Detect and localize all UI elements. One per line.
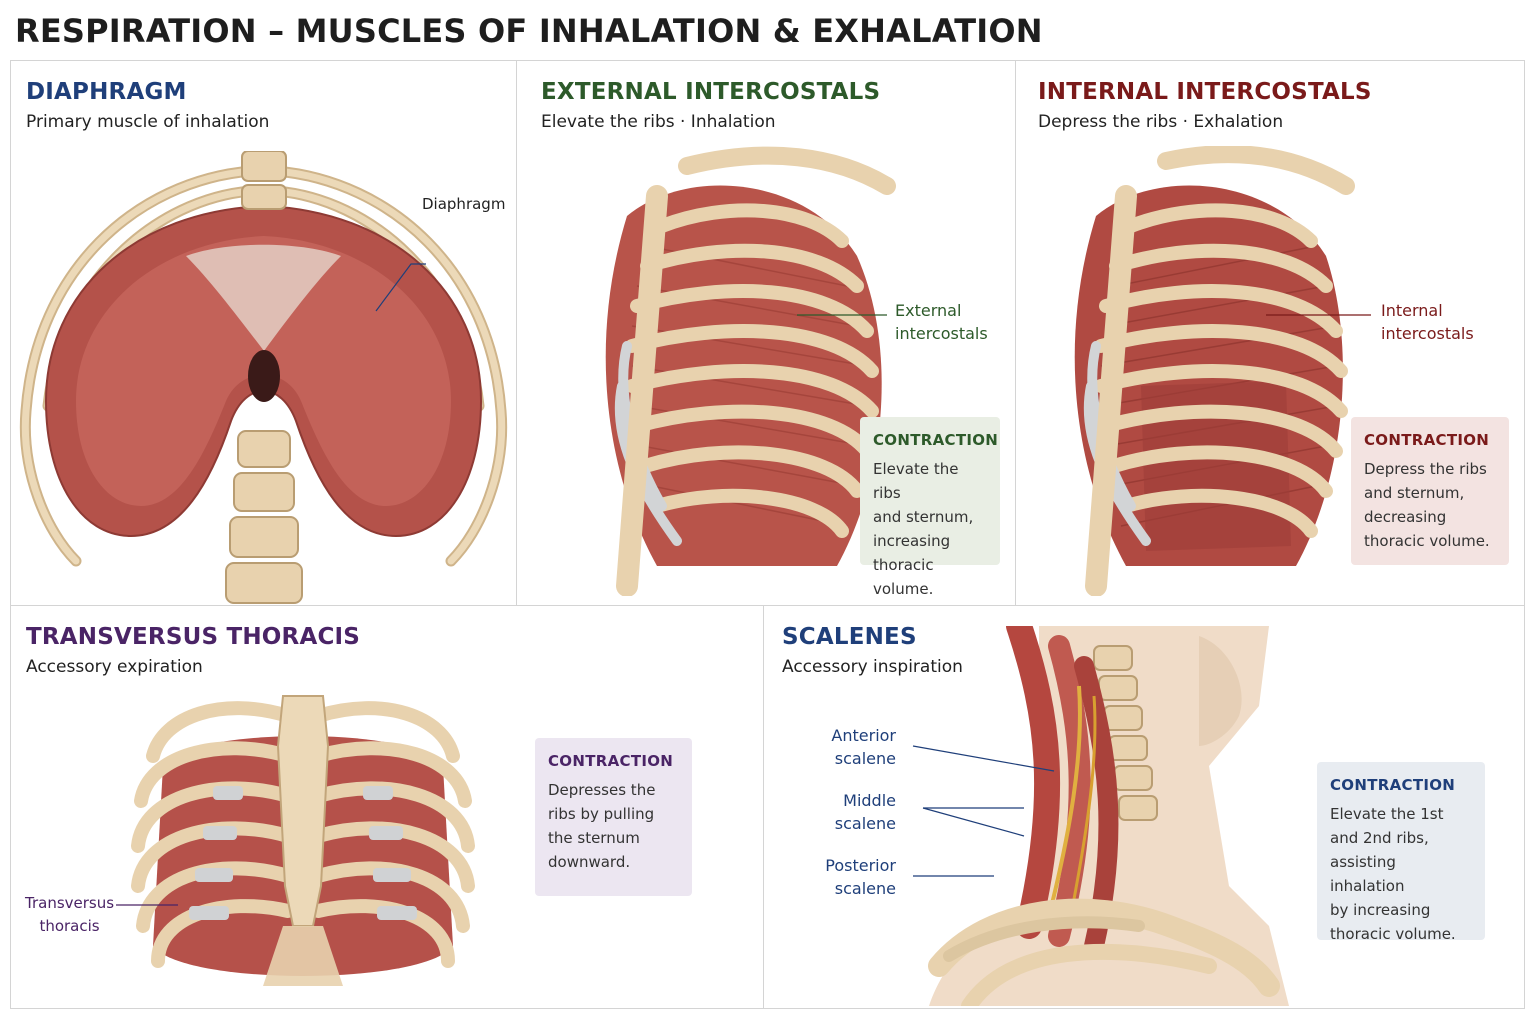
posterior-label-line1: Posterior (825, 856, 896, 875)
internal-leader-line (1266, 314, 1371, 316)
panel-subtitle-scalenes: Accessory inspiration (782, 657, 963, 677)
external-label-line1: External (895, 301, 962, 320)
diaphragm-illustration (19, 151, 508, 604)
scalene-label-middle: Middle scalene (828, 789, 896, 835)
internal-label: Internal intercostals (1381, 299, 1474, 345)
panel-scalenes: SCALENES Accessory inspiration Anterio (763, 605, 1525, 1009)
panel-title-external: EXTERNAL INTERCOSTALS (541, 79, 881, 105)
external-box-text: Elevate the ribs and sternum, increasing… (873, 460, 974, 598)
transversus-label-line2: thoracis (39, 917, 100, 935)
middle-label-line2: scalene (834, 814, 896, 833)
panel-title-diaphragm: DIAPHRAGM (26, 79, 187, 105)
scalenes-box-text: Elevate the 1st and 2nd ribs, assisting … (1330, 805, 1456, 943)
panel-subtitle-external: Elevate the ribs · Inhalation (541, 112, 776, 132)
anterior-label-line1: Anterior (831, 726, 896, 745)
diaphragm-label: Diaphragm (422, 195, 506, 213)
internal-box-title: CONTRACTION (1364, 431, 1490, 449)
scalenes-leader-lines (912, 745, 1055, 877)
scalene-label-posterior: Posterior scalene (816, 854, 896, 900)
transversus-box-title: CONTRACTION (548, 752, 674, 770)
external-box-title: CONTRACTION (873, 431, 999, 449)
external-intercostals-illustration (605, 146, 896, 596)
transversus-label: Transversus thoracis (25, 892, 114, 938)
external-contraction-box: CONTRACTION Elevate the ribs and sternum… (860, 417, 1000, 598)
internal-contraction-box: CONTRACTION Depress the ribs and sternum… (1351, 417, 1509, 565)
external-label: External intercostals (895, 299, 988, 345)
transversus-contraction-box: CONTRACTION Depresses the ribs by pullin… (535, 738, 692, 896)
panel-subtitle-internal: Depress the ribs · Exhalation (1038, 112, 1284, 132)
panel-diaphragm: DIAPHRAGM Primary muscle of inhalation (10, 60, 517, 606)
panel-internal-intercostals: INTERNAL INTERCOSTALS Depress the ribs ·… (1015, 60, 1525, 606)
page-title: RESPIRATION – MUSCLES OF INHALATION & EX… (15, 12, 1043, 50)
transversus-box-text: Depresses the ribs by pulling the sternu… (548, 781, 656, 871)
internal-label-line1: Internal (1381, 301, 1443, 320)
anterior-label-line2: scalene (834, 749, 896, 768)
transversus-thoracis-illustration (131, 695, 475, 986)
panel-title-transversus: TRANSVERSUS THORACIS (26, 624, 361, 650)
scalene-label-anterior: Anterior scalene (828, 724, 896, 770)
internal-label-line2: intercostals (1381, 324, 1474, 343)
panel-title-internal: INTERNAL INTERCOSTALS (1038, 79, 1372, 105)
panel-external-intercostals: EXTERNAL INTERCOSTALS Elevate the ribs ·… (516, 60, 1016, 606)
panel-title-scalenes: SCALENES (782, 624, 917, 650)
posterior-label-line2: scalene (834, 879, 896, 898)
transversus-leader-line (116, 904, 178, 906)
internal-intercostals-illustration (1074, 146, 1355, 596)
external-label-line2: intercostals (895, 324, 988, 343)
scalenes-illustration (928, 626, 1289, 1006)
middle-label-line1: Middle (843, 791, 896, 810)
external-leader-line (797, 314, 887, 316)
transversus-label-line1: Transversus (25, 894, 115, 912)
scalenes-box-title: CONTRACTION (1330, 776, 1456, 794)
panel-subtitle-diaphragm: Primary muscle of inhalation (26, 112, 270, 132)
panel-transversus-thoracis: TRANSVERSUS THORACIS Accessory expiratio… (10, 605, 764, 1009)
panel-subtitle-transversus: Accessory expiration (26, 657, 203, 677)
scalenes-contraction-box: CONTRACTION Elevate the 1st and 2nd ribs… (1317, 762, 1485, 943)
internal-box-text: Depress the ribs and sternum, decreasing… (1364, 460, 1490, 550)
